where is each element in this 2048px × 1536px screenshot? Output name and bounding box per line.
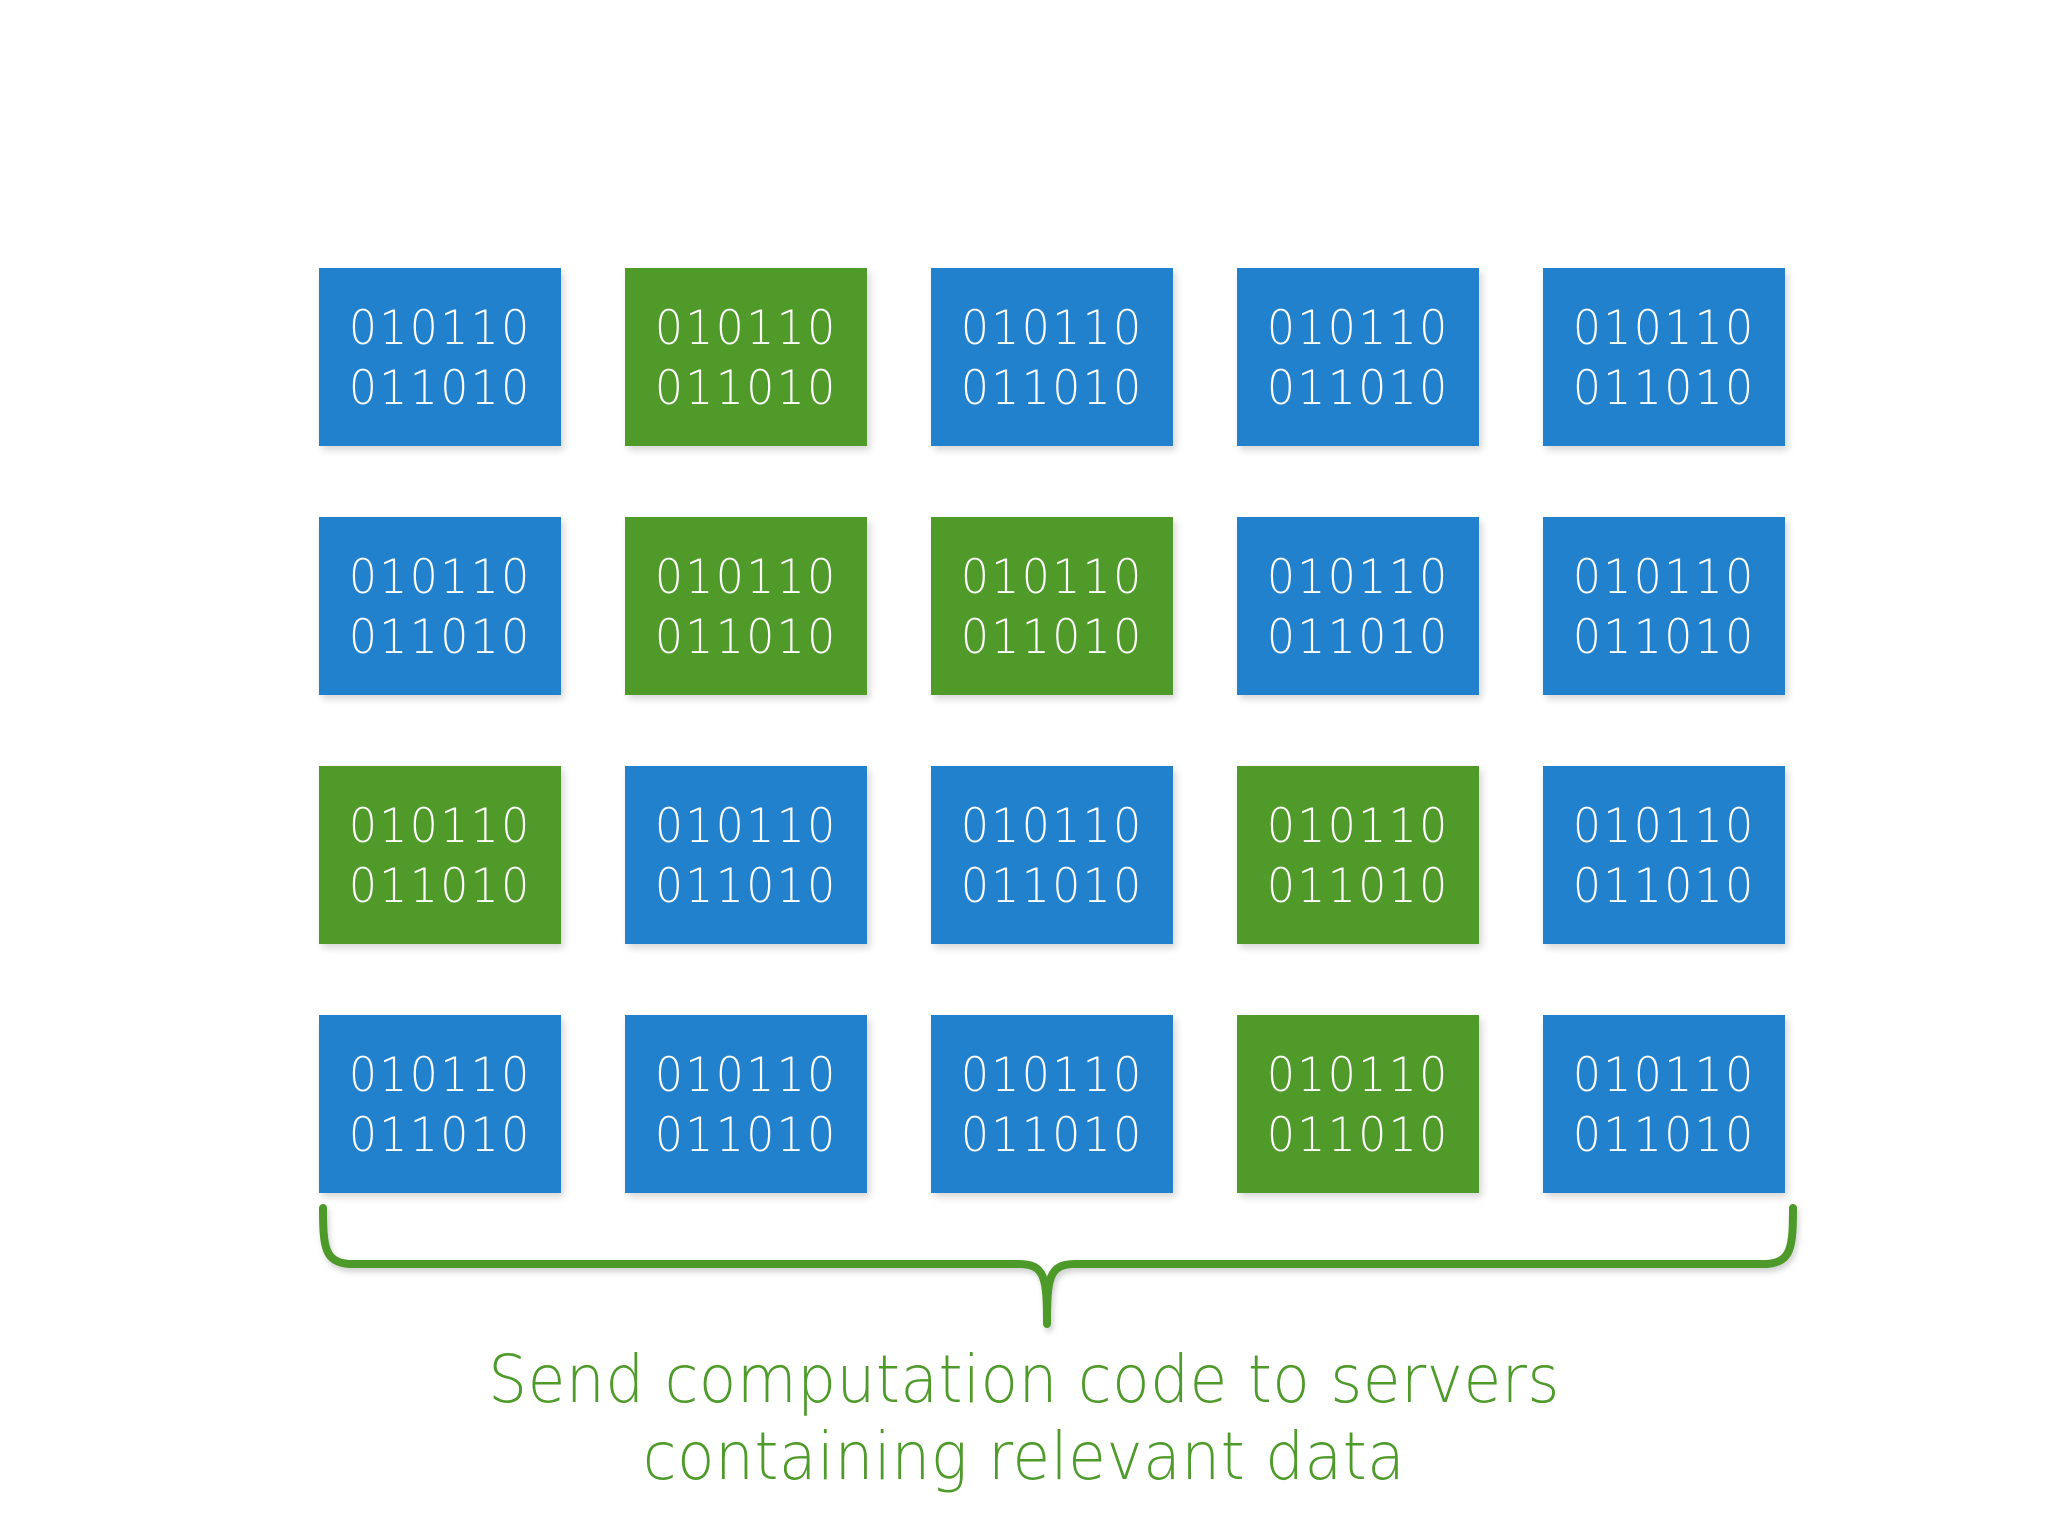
- server-tile-line-1: 010110: [1572, 549, 1756, 605]
- server-tile-line-1: 010110: [1572, 798, 1756, 854]
- server-tile-line-2: 011010: [960, 859, 1144, 914]
- server-tile-line-1: 010110: [654, 1047, 838, 1103]
- server-tile-line-2: 011010: [1266, 361, 1450, 416]
- caption-text: Send computation code to servers contain…: [0, 1341, 2048, 1495]
- server-tile-line-2: 011010: [960, 1108, 1144, 1163]
- caption-line-2: containing relevant data: [642, 1417, 1406, 1495]
- server-tile-line-2: 011010: [1266, 859, 1450, 914]
- server-tile-line-1: 010110: [348, 549, 532, 605]
- server-tile-line-2: 011010: [654, 859, 838, 914]
- brace-annotation: [305, 1196, 1805, 1346]
- curly-brace-down-icon: [319, 1204, 1797, 1328]
- server-tile-line-2: 011010: [348, 859, 532, 914]
- server-tile-line-1: 010110: [1266, 1047, 1450, 1103]
- server-tile-line-1: 010110: [654, 798, 838, 854]
- server-tile-line-2: 011010: [348, 361, 532, 416]
- server-tile-line-1: 010110: [1572, 1047, 1756, 1103]
- server-tile-line-1: 010110: [654, 549, 838, 605]
- server-tile-line-2: 011010: [1572, 610, 1756, 665]
- server-tile-line-1: 010110: [1266, 549, 1450, 605]
- server-tile-line-1: 010110: [1266, 798, 1450, 854]
- server-tile-line-2: 011010: [960, 361, 1144, 416]
- server-tile-line-1: 010110: [960, 549, 1144, 605]
- server-tile-line-2: 011010: [348, 610, 532, 665]
- caption-line-1: Send computation code to servers: [488, 1341, 1560, 1418]
- server-tile-line-2: 011010: [1572, 361, 1756, 416]
- server-tile-line-1: 010110: [348, 798, 532, 854]
- server-tile-line-2: 011010: [348, 1108, 532, 1163]
- server-tile-line-1: 010110: [960, 798, 1144, 854]
- server-tile-line-1: 010110: [1266, 300, 1450, 356]
- server-tile-line-1: 010110: [960, 300, 1144, 356]
- server-tile-line-2: 011010: [1266, 1108, 1450, 1163]
- server-tile-line-1: 010110: [654, 300, 838, 356]
- server-tile-line-1: 010110: [1572, 300, 1756, 356]
- server-tile-line-2: 011010: [1572, 859, 1756, 914]
- server-tile-line-2: 011010: [1572, 1108, 1756, 1163]
- server-tile-line-2: 011010: [1266, 610, 1450, 665]
- server-tile-line-2: 011010: [654, 1108, 838, 1163]
- server-tile-line-1: 010110: [348, 1047, 532, 1103]
- server-tile-line-2: 011010: [654, 610, 838, 665]
- server-tile-line-1: 010110: [960, 1047, 1144, 1103]
- server-tile-line-1: 010110: [348, 300, 532, 356]
- server-tile-line-2: 011010: [654, 361, 838, 416]
- server-tile-line-2: 011010: [960, 610, 1144, 665]
